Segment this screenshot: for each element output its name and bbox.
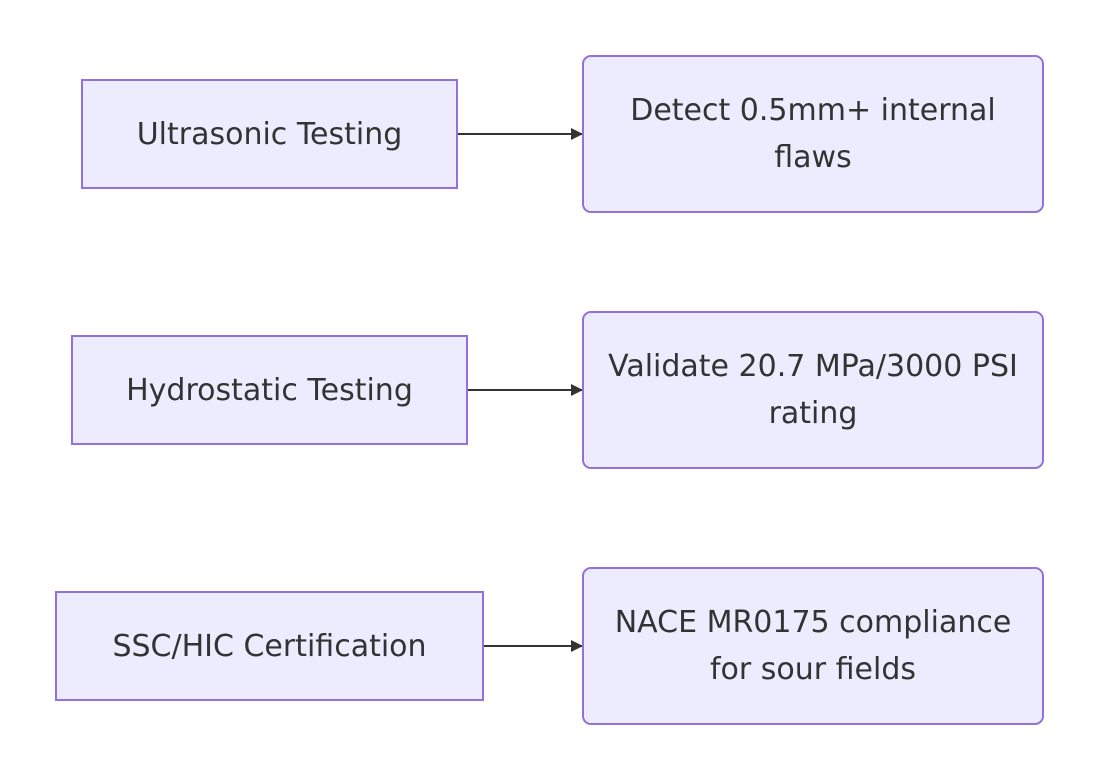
node-label: Ultrasonic Testing <box>136 116 403 152</box>
node-label: Hydrostatic Testing <box>126 372 413 408</box>
node-label: Detect 0.5mm+ internal flaws <box>630 87 996 181</box>
node-label-line-2: rating <box>768 396 858 431</box>
node-detect-flaws: Detect 0.5mm+ internal flaws <box>582 55 1044 213</box>
node-nace-compliance: NACE MR0175 compliance for sour fields <box>582 567 1044 725</box>
node-ssc-hic-certification: SSC/HIC Certification <box>55 591 484 701</box>
node-label-line-1: NACE MR0175 compliance <box>614 605 1012 640</box>
node-label-line-1: Detect 0.5mm+ internal <box>630 93 996 128</box>
node-label: Validate 20.7 MPa/3000 PSI rating <box>608 343 1018 437</box>
node-label-line-2: flaws <box>774 140 852 175</box>
node-validate-rating: Validate 20.7 MPa/3000 PSI rating <box>582 311 1044 469</box>
node-ultrasonic-testing: Ultrasonic Testing <box>81 79 458 189</box>
node-hydrostatic-testing: Hydrostatic Testing <box>71 335 468 445</box>
node-label-line-1: Validate 20.7 MPa/3000 PSI <box>608 349 1018 384</box>
node-label: SSC/HIC Certification <box>112 628 427 664</box>
node-label-line-2: for sour fields <box>709 652 916 687</box>
node-label: NACE MR0175 compliance for sour fields <box>615 599 1012 693</box>
